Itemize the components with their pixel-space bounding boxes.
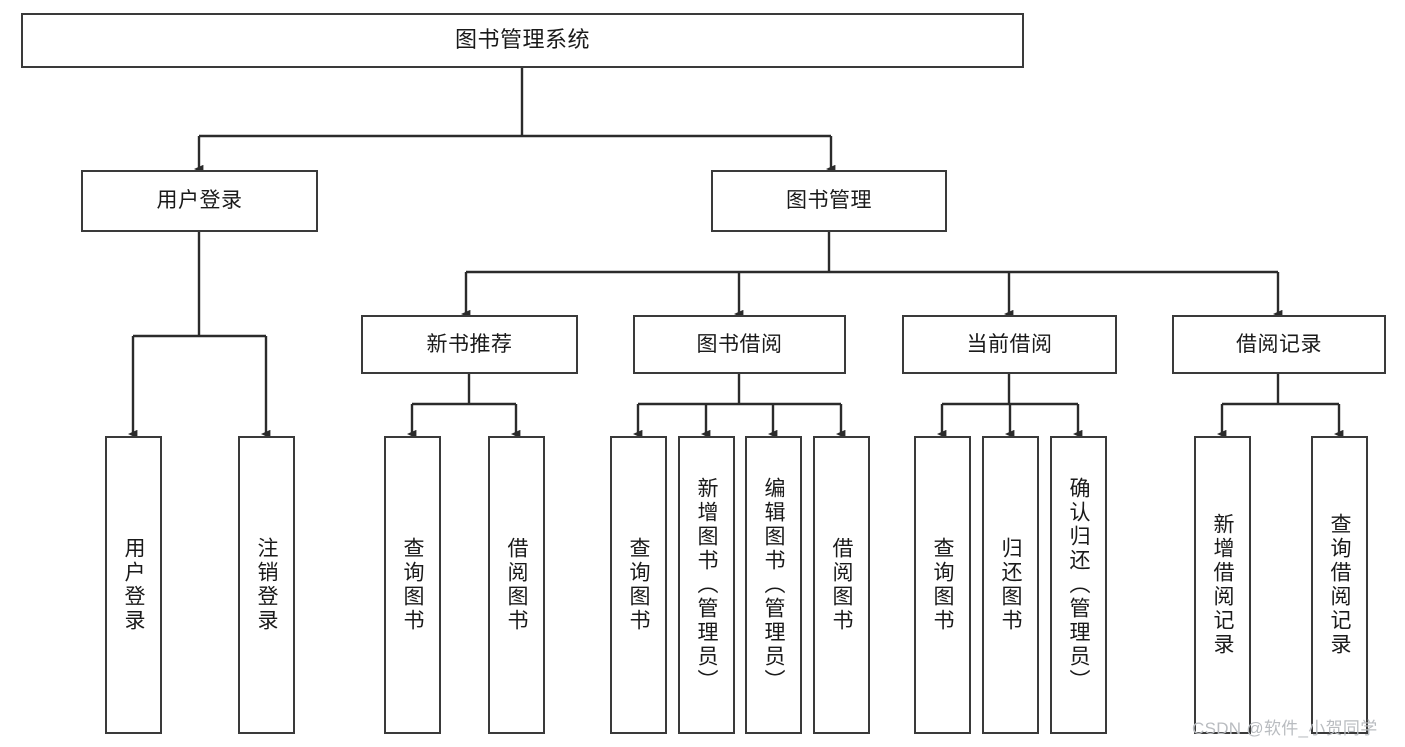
node-user-login[interactable]: 用户登录 <box>81 170 318 232</box>
leaf-query-book-2[interactable]: 查询图书 <box>610 436 667 734</box>
leaf-query-book-1-label: 查询图书 <box>401 537 424 633</box>
leaf-borrow-book-2[interactable]: 借阅图书 <box>813 436 870 734</box>
node-current-borrow-label: 当前借阅 <box>966 332 1053 356</box>
leaf-query-record[interactable]: 查询借阅记录 <box>1311 436 1368 734</box>
leaf-user-login-label: 用户登录 <box>122 537 145 633</box>
leaf-user-logout[interactable]: 注销登录 <box>238 436 295 734</box>
node-book-manage-label: 图书管理 <box>786 189 872 213</box>
leaf-borrow-book-1-label: 借阅图书 <box>505 537 528 633</box>
node-root[interactable]: 图书管理系统 <box>21 13 1024 68</box>
node-book-borrow[interactable]: 图书借阅 <box>633 315 846 374</box>
csdn-watermark: CSDN @软件_小贺同学 <box>1192 719 1378 738</box>
leaf-return-book-label: 归还图书 <box>999 537 1022 633</box>
leaf-query-record-label: 查询借阅记录 <box>1328 513 1351 657</box>
leaf-edit-book[interactable]: 编辑图书（管理员） <box>745 436 802 734</box>
leaf-confirm-return-label: 确认归还（管理员） <box>1067 477 1090 693</box>
leaf-query-book-2-label: 查询图书 <box>627 537 650 633</box>
node-new-book-recommend-label: 新书推荐 <box>426 332 513 356</box>
leaf-edit-book-label: 编辑图书（管理员） <box>762 477 785 693</box>
leaf-query-book-1[interactable]: 查询图书 <box>384 436 441 734</box>
leaf-add-record-label: 新增借阅记录 <box>1211 513 1234 657</box>
leaf-add-book[interactable]: 新增图书（管理员） <box>678 436 735 734</box>
node-borrow-record[interactable]: 借阅记录 <box>1172 315 1386 374</box>
node-root-label: 图书管理系统 <box>454 27 590 53</box>
leaf-return-book[interactable]: 归还图书 <box>982 436 1039 734</box>
leaf-borrow-book-2-label: 借阅图书 <box>830 537 853 633</box>
leaf-confirm-return[interactable]: 确认归还（管理员） <box>1050 436 1107 734</box>
leaf-add-record[interactable]: 新增借阅记录 <box>1194 436 1251 734</box>
node-current-borrow[interactable]: 当前借阅 <box>902 315 1117 374</box>
leaf-user-login[interactable]: 用户登录 <box>105 436 162 734</box>
leaf-query-book-3-label: 查询图书 <box>931 537 954 633</box>
node-book-manage[interactable]: 图书管理 <box>711 170 947 232</box>
node-borrow-record-label: 借阅记录 <box>1236 332 1322 356</box>
node-new-book-recommend[interactable]: 新书推荐 <box>361 315 578 374</box>
leaf-query-book-3[interactable]: 查询图书 <box>914 436 971 734</box>
leaf-add-book-label: 新增图书（管理员） <box>695 477 718 693</box>
node-user-login-label: 用户登录 <box>156 189 243 213</box>
leaf-user-logout-label: 注销登录 <box>255 537 278 633</box>
leaf-borrow-book-1[interactable]: 借阅图书 <box>488 436 545 734</box>
node-book-borrow-label: 图书借阅 <box>696 332 783 356</box>
